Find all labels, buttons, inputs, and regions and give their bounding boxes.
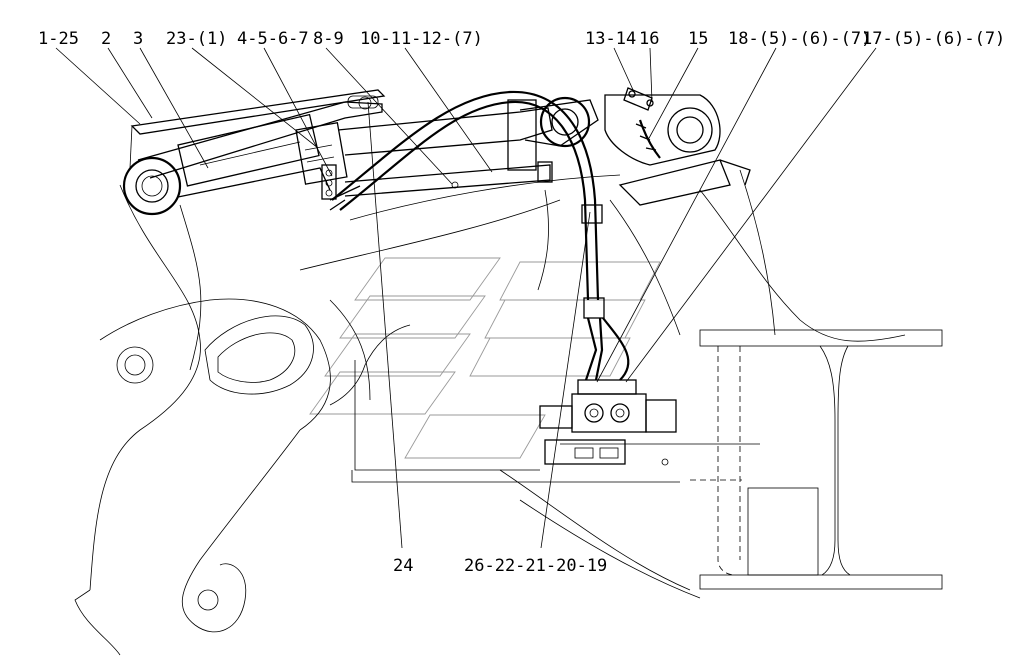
callout-23-1: 23-(1) bbox=[166, 29, 227, 49]
callouts-bottom: 24 26-22-21-20-19 bbox=[393, 556, 607, 576]
callout-17-5-6-7: 17-(5)-(6)-(7) bbox=[862, 29, 1005, 49]
leader-lines bbox=[55, 47, 877, 549]
callout-10-11-12-7: 10-11-12-(7) bbox=[360, 29, 483, 49]
callout-4-5-6-7: 4-5-6-7 bbox=[237, 29, 309, 49]
valve-block bbox=[539, 379, 760, 466]
watermark-logo bbox=[309, 257, 661, 459]
callout-15: 15 bbox=[688, 29, 708, 49]
chassis-frame bbox=[690, 329, 943, 590]
hydraulic-cylinder bbox=[122, 89, 599, 216]
callout-13-14: 13-14 bbox=[585, 29, 636, 49]
hydraulic-hose bbox=[331, 90, 630, 381]
callout-24: 24 bbox=[393, 556, 413, 576]
callout-16: 16 bbox=[639, 29, 659, 49]
boom-body-outline bbox=[74, 169, 906, 656]
callout-18-5-6-7: 18-(5)-(6)-(7) bbox=[728, 29, 871, 49]
callout-26-22-21-20-19: 26-22-21-20-19 bbox=[464, 556, 607, 576]
callout-8-9: 8-9 bbox=[313, 29, 344, 49]
pivot-bracket bbox=[604, 87, 751, 206]
callout-2: 2 bbox=[101, 29, 111, 49]
callout-1-25: 1-25 bbox=[38, 29, 79, 49]
callout-3: 3 bbox=[133, 29, 143, 49]
callouts-top: 1-25 2 3 23-(1) 4-5-6-7 8-9 10-11-12-(7)… bbox=[38, 29, 1005, 49]
